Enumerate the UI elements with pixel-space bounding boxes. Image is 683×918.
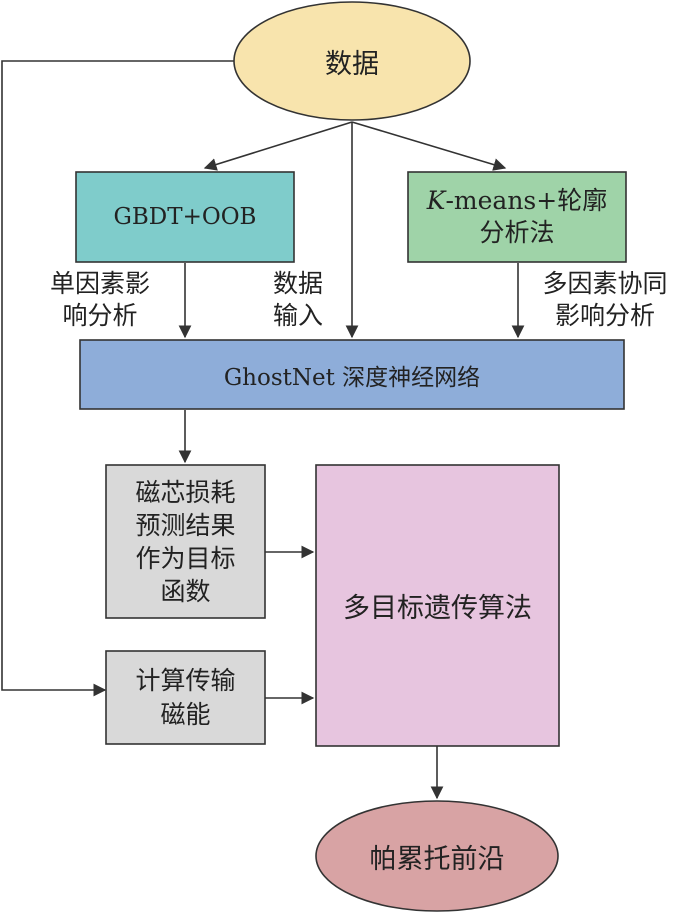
node-loss-line: 预测结果 [135, 510, 236, 540]
node-ghostnet-label: GhostNet 深度神经网络 [223, 364, 481, 391]
node-energy-line: 计算传输 [135, 665, 236, 695]
edge-label-single-line: 单因素影 [49, 269, 150, 298]
node-kmeans-text: K-means+轮廓 分析法 [408, 172, 626, 262]
node-energy-text: 计算传输 磁能 [106, 651, 265, 744]
node-ga [315, 464, 560, 747]
edge-label-multi: 多因素协同 影响分析 [530, 268, 680, 332]
arrow-data-to-kmeans [351, 121, 507, 171]
node-pareto-text: 帕累托前沿 [316, 801, 558, 911]
node-loss [105, 464, 266, 619]
node-ghostnet-text: GhostNet 深度神经网络 [80, 340, 624, 409]
node-gbdt-label: GBDT+OOB [113, 204, 257, 230]
arrow-data-to-energy [1, 60, 234, 697]
node-kmeans-line2: 分析法 [479, 218, 555, 247]
node-energy-line: 磁能 [160, 699, 211, 729]
edge-label-single: 单因素影 响分析 [30, 268, 170, 332]
node-gbdt [75, 171, 295, 263]
edge-label-input-line: 数据 [272, 269, 323, 298]
node-ghostnet [79, 339, 625, 410]
node-data-text: 数据 [234, 2, 470, 120]
node-loss-line: 磁芯损耗 [135, 477, 236, 507]
node-data-label: 数据 [325, 48, 379, 80]
node-kmeans [407, 171, 627, 263]
node-data [233, 1, 471, 121]
node-energy [105, 650, 266, 745]
node-gbdt-text: GBDT+OOB [76, 172, 294, 262]
node-kmeans-rest: -means+轮廓 [445, 186, 608, 215]
edge-label-multi-line: 影响分析 [554, 301, 655, 330]
node-ga-label: 多目标遗传算法 [343, 593, 532, 624]
node-pareto-label: 帕累托前沿 [369, 843, 505, 875]
edge-label-multi-line: 多因素协同 [542, 269, 668, 298]
node-pareto [315, 800, 559, 912]
node-kmeans-line1: K-means+轮廓 [427, 185, 607, 217]
edge-label-input-line: 输入 [272, 301, 323, 330]
edge-label-single-line: 响分析 [62, 301, 138, 330]
node-loss-line: 函数 [160, 576, 211, 606]
node-ga-text: 多目标遗传算法 [316, 465, 559, 746]
edge-label-input: 数据 输入 [258, 268, 338, 332]
arrow-data-to-gbdt [203, 121, 353, 171]
node-loss-text: 磁芯损耗 预测结果 作为目标 函数 [106, 465, 265, 618]
node-loss-line: 作为目标 [135, 543, 236, 573]
node-kmeans-k: K [426, 186, 446, 215]
